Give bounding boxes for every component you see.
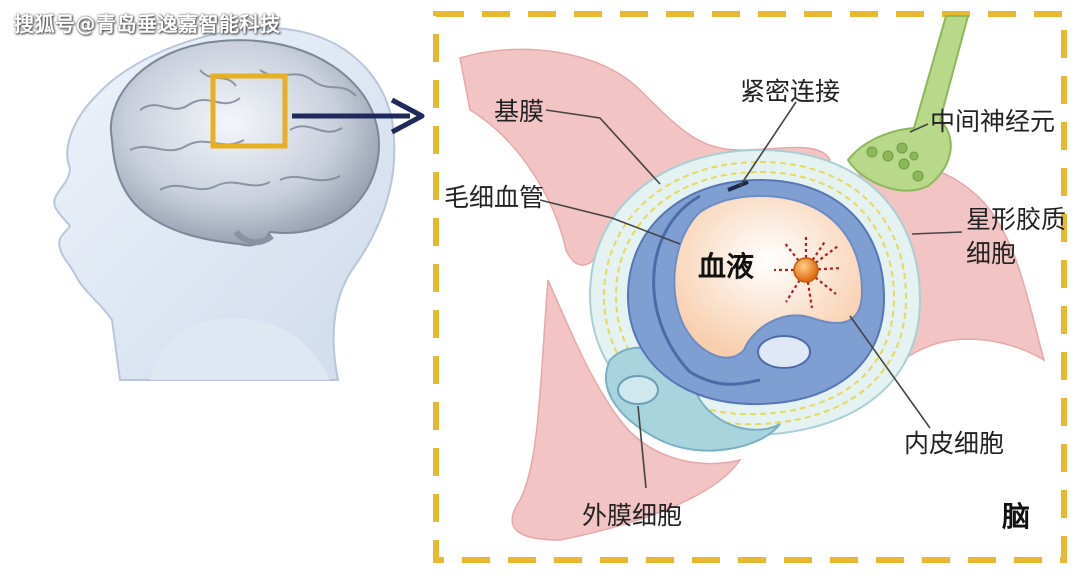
interneuron [846,15,970,192]
leader-lines [539,101,963,489]
zoom-arrow [292,97,425,135]
label-astrocyte-line1: 星形胶质 [966,205,1066,234]
arrow-right-icon [390,97,425,135]
capillary-lumen [673,194,864,359]
highlight-box [210,73,288,149]
label-astrocyte-line2: 细胞 [966,239,1016,268]
watermark: 搜狐号@青岛垂逸嘉智能科技 [14,12,281,36]
label-tight-junction: 紧密连接 [740,77,840,106]
label-interneuron: 中间神经元 [930,107,1055,136]
label-blood: 血液 [698,250,754,283]
label-basement-membrane: 基膜 [494,97,544,126]
capillary-layers [588,148,922,452]
label-pericyte: 外膜细胞 [582,501,682,530]
head-illustration [0,0,420,400]
blood-particle-icon [774,236,843,309]
label-brain: 脑 [1002,500,1030,533]
label-capillary: 毛细血管 [444,183,544,212]
brain-icon [109,39,380,247]
label-endothelial-cell: 内皮细胞 [904,429,1004,458]
